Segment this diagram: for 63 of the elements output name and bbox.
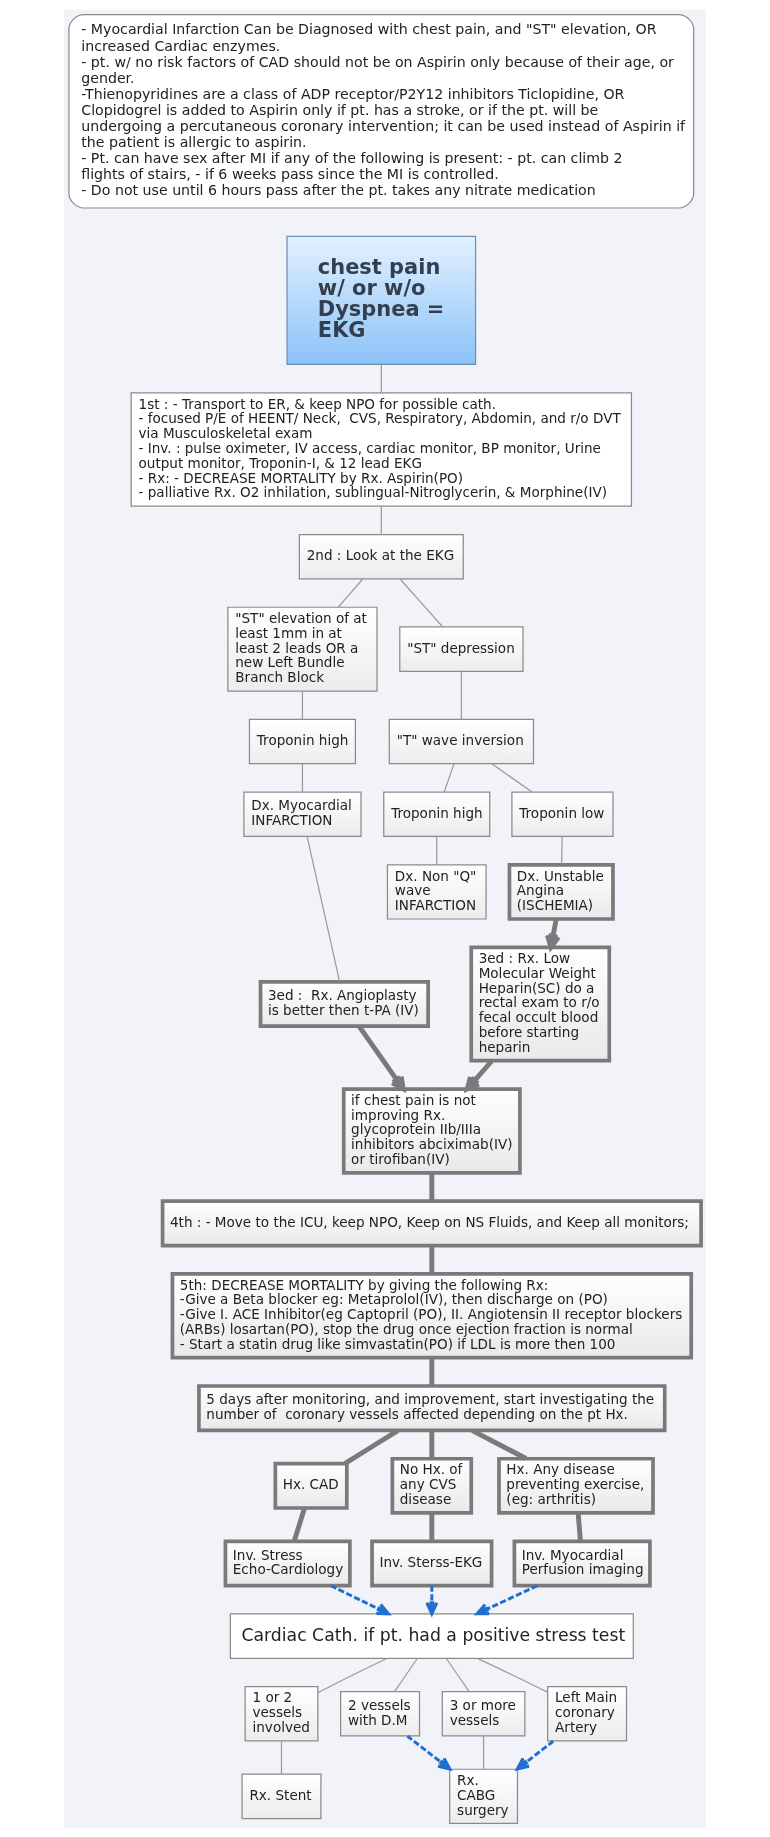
node-box: Dx. Myocardial INFARCTION xyxy=(243,790,362,837)
node-box: if chest pain is not improving Rx. glycoprotein IIb/IIIa inhibitors abciximab(IV) or tirofiban(IV) xyxy=(341,1086,522,1175)
node-box: Hx. Any disease preventing exercise, (eg: arthritis) xyxy=(497,1456,655,1515)
connector xyxy=(491,762,533,793)
node-box: No Hx. of any CVS disease xyxy=(390,1456,474,1515)
connector xyxy=(394,1657,418,1692)
node-box: "ST" elevation of at least 1mm in at least 2 leads OR a new Left Bundle Branch Block xyxy=(227,606,378,692)
connector xyxy=(301,762,304,793)
connector xyxy=(429,1512,435,1541)
node-box: Troponin low xyxy=(511,790,614,837)
node-box: Inv. Sterss-EKG xyxy=(370,1538,494,1587)
node-box: Inv. Stress Echo-Cardiology xyxy=(223,1538,352,1587)
connector xyxy=(399,578,444,627)
arrow xyxy=(330,1583,391,1615)
node-box: 2 vessels with D.M xyxy=(340,1690,421,1737)
node-box: Inv. Myocardial Perfusion imaging xyxy=(512,1538,652,1587)
node-box: "ST" depression xyxy=(399,625,524,672)
node-box: 3ed : Rx. Angioplasty is better then t-PA (IV) xyxy=(258,979,430,1028)
node-box: 5 days after monitoring, and improvement, start investigating the number of coronary vessels affected depending on the pt Hx. xyxy=(197,1383,667,1432)
node-box: Dx. Non "Q" wave INFARCTION xyxy=(386,863,487,920)
connector xyxy=(280,1740,283,1775)
connector xyxy=(429,1172,435,1201)
connector xyxy=(429,1430,435,1459)
connector xyxy=(443,762,455,793)
connector xyxy=(429,1357,435,1386)
node-box: Dx. Unstable Angina (ISCHEMIA) xyxy=(507,862,615,921)
arrow xyxy=(515,1739,555,1771)
connector xyxy=(306,835,341,982)
node-box: Troponin high xyxy=(248,718,357,764)
node-box: Left Main coronary Artery xyxy=(547,1685,628,1742)
arrow xyxy=(425,1585,439,1615)
node-box: 3ed : Rx. Low Molecular Weight Heparin(SC) do a rectal exam to r/o fecal occult blood before starting heparin xyxy=(469,945,612,1063)
connector xyxy=(301,690,304,720)
connector xyxy=(561,835,563,865)
node-box: 4th : - Move to the ICU, keep NPO, Keep on NS Fluids, and Keep all monitors; xyxy=(160,1198,703,1247)
node-box: 3 or more vessels xyxy=(441,1690,526,1737)
connector xyxy=(343,1427,400,1466)
connector xyxy=(575,1512,583,1541)
arrow xyxy=(406,1734,452,1771)
connector xyxy=(482,1734,485,1769)
node-box: - Myocardial Infarction Can be Diagnosed with chest pain, and "ST" elevation, OR increased Cardiac enzymes. - pt. w/ no risk factors of CAD should not be on Aspirin only because of their age, or gender. -Thienopyridines are a class of ADP receptor/P2Y12 inhibitors Ticlopidine, OR Clopidogrel is added to Aspirin only if pt. has a stroke, or if the pt. will be undergoing a percutaneous coronary intervention; it can be used instead of Aspirin if the patient is allergic to aspirin. - Pt. can have sex after MI if any of the following is present: - pt. can climb 2 flights of stairs, - if 6 weeks pass since the MI is controlled. - Do not use until 6 hours pass after the pt. takes any nitrate medication xyxy=(68,13,695,209)
node-box: Hx. CAD xyxy=(273,1461,349,1510)
node-box: Rx. CABG surgery xyxy=(449,1768,519,1824)
node-box: 1 or 2 vessels involved xyxy=(244,1685,319,1742)
node-box: 2nd : Look at the EKG xyxy=(298,533,464,579)
node-box: "T" wave inversion xyxy=(388,718,535,764)
node-box: Cardiac Cath. if pt. had a positive stress test xyxy=(229,1612,634,1659)
connector xyxy=(317,1657,388,1693)
connector xyxy=(291,1507,307,1542)
connector xyxy=(380,505,382,535)
connector xyxy=(380,363,382,393)
node-box: chest pain w/ or w/o Dyspnea = EKG xyxy=(286,235,477,365)
connector xyxy=(476,1657,549,1693)
node-box: Troponin high xyxy=(383,790,491,837)
connector xyxy=(429,1245,435,1274)
connector xyxy=(445,1657,470,1692)
connector xyxy=(337,578,364,608)
node-box: Rx. Stent xyxy=(241,1773,322,1819)
connector xyxy=(460,670,462,720)
node-box: 1st : - Transport to ER, & keep NPO for possible cath. - focused P/E of HEENT/ Neck, CVS, Respiratory, Abdomin, and r/o DVT via Musculoskeletal exam - Inv. : pulse oximeter, IV access, cardiac monitor, BP monitor, Urine output monitor, Troponin-I, & 12 lead EKG - Rx: - DECREASE MORTALITY by Rx. Aspirin(PO) - palliative Rx. O2 inhilation, sublingual-Nitroglycerin, & Morphine(IV) xyxy=(130,391,633,507)
node-box: 5th: DECREASE MORTALITY by giving the following Rx: -Give a Beta blocker eg: Metaprolol(IV), then discharge on (PO) -Give I. ACE Inhibitor(eg Captopril (PO), II. Angiotensin II receptor blockers (ARBs) losartan(PO), stop the drug once ejection fraction is normal - Start a statin drug like simvastatin(PO) if LDL is more then 100 xyxy=(170,1271,694,1360)
arrow xyxy=(475,1583,538,1615)
connector xyxy=(436,835,438,865)
